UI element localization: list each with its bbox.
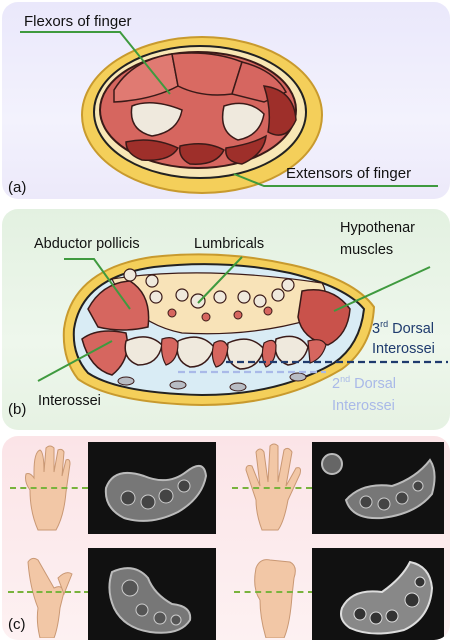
mri-image-2 (312, 442, 444, 534)
hand-photo-fist (242, 548, 304, 638)
mri-image-1 (88, 442, 216, 534)
mri-image-3 (88, 548, 216, 640)
label-extensors-of-finger: Extensors of finger (286, 165, 411, 183)
mri-image-4 (312, 548, 444, 640)
flexor-muscle-2 (172, 53, 242, 95)
panel-tag-a: (a) (8, 179, 26, 196)
panel-b-hand: Abductor pollicis Lumbricals Hypothenar … (2, 209, 450, 430)
label-interossei: Interossei (38, 392, 101, 410)
label-3rd-interossei: Interossei (372, 340, 435, 358)
label-lumbricals: Lumbricals (194, 235, 264, 253)
panel-c-mri: (c) (2, 436, 450, 640)
slice-guide-2 (232, 487, 312, 489)
label-3rd-dorsal: 3rd Dorsal (372, 320, 434, 338)
label-flexors-of-finger: Flexors of finger (24, 13, 132, 31)
panel-a-forearm: Flexors of finger Extensors of finger (a… (2, 2, 450, 199)
label-2nd-dorsal: 2nd Dorsal (332, 375, 396, 393)
label-hypothenar-line1: Hypothenar (340, 219, 415, 237)
slice-guide-1 (10, 487, 88, 489)
slice-guide-3 (8, 591, 90, 593)
hand-photo-side (18, 548, 78, 638)
label-hypothenar-line2: muscles (340, 241, 393, 259)
label-2nd-interossei: Interossei (332, 397, 395, 415)
label-abductor-pollicis: Abductor pollicis (34, 235, 140, 253)
panel-tag-b: (b) (8, 401, 26, 418)
panel-tag-c: (c) (8, 616, 26, 633)
slice-guide-4 (234, 591, 314, 593)
